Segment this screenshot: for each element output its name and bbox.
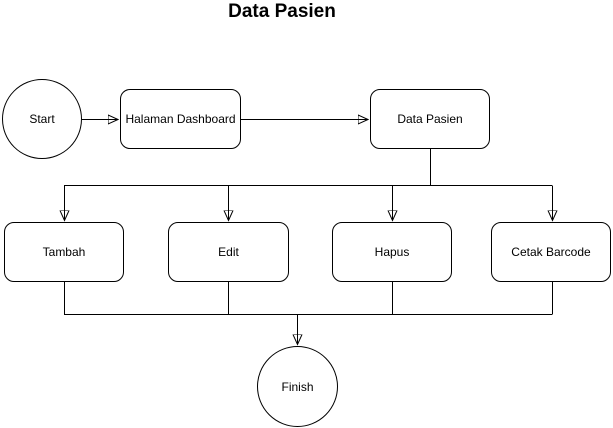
node-edit: Edit	[168, 222, 289, 282]
node-data-pasien: Data Pasien	[370, 89, 490, 149]
node-cetak-barcode-label: Cetak Barcode	[511, 245, 591, 259]
node-hapus-label: Hapus	[374, 245, 410, 259]
node-start: Start	[2, 79, 82, 159]
node-halaman-dashboard-label: Halaman Dashboard	[125, 112, 236, 126]
node-cetak-barcode: Cetak Barcode	[491, 222, 611, 282]
node-start-label: Start	[29, 112, 55, 126]
diagram-title: Data Pasien	[228, 1, 336, 22]
node-halaman-dashboard: Halaman Dashboard	[120, 89, 241, 149]
node-finish: Finish	[257, 346, 338, 427]
node-finish-label: Finish	[281, 379, 314, 394]
node-edit-label: Edit	[218, 245, 239, 259]
node-data-pasien-label: Data Pasien	[397, 112, 463, 126]
node-hapus: Hapus	[332, 222, 452, 282]
node-tambah-label: Tambah	[42, 245, 86, 259]
node-tambah: Tambah	[4, 222, 124, 282]
